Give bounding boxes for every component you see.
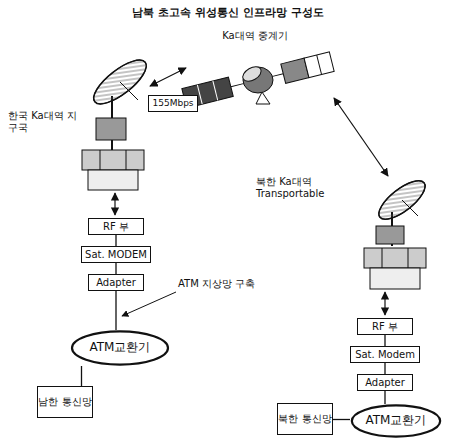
connector-line bbox=[384, 391, 385, 404]
caption-label: Ka대역 중계기 bbox=[205, 30, 305, 42]
node-text: RF 부 bbox=[372, 321, 398, 333]
equipment-box: 북한 통신망 bbox=[277, 403, 333, 435]
uplink-arrow bbox=[150, 68, 186, 86]
node-text: Sat. Modem bbox=[355, 349, 415, 361]
switch-ellipse: ATM교환기 bbox=[350, 404, 442, 438]
connector-line bbox=[81, 366, 82, 386]
node-text: 155Mbps bbox=[152, 98, 193, 108]
node-text: ATM교환기 bbox=[90, 341, 151, 355]
caption-label: 한국 Ka대역 지구국 bbox=[8, 110, 82, 134]
switch-ellipse: ATM교환기 bbox=[70, 330, 170, 366]
equipment-box: 155Mbps bbox=[148, 95, 198, 112]
earth-station-korea bbox=[82, 53, 153, 190]
connector-line bbox=[384, 335, 385, 346]
caption-label: ATM 지상망 구축 bbox=[178, 278, 268, 290]
equipment-box: Sat. MODEM bbox=[81, 246, 151, 263]
node-text: ATM교환기 bbox=[366, 414, 427, 428]
earth-station-north bbox=[364, 174, 431, 289]
equipment-box: RF 부 bbox=[357, 318, 413, 335]
equipment-box: Adapter bbox=[88, 274, 144, 291]
link-arrow bbox=[114, 193, 115, 215]
connector-line bbox=[115, 263, 116, 274]
link-arrow bbox=[384, 292, 385, 315]
equipment-box: Sat. Modem bbox=[350, 346, 420, 363]
leader-arrow bbox=[122, 292, 176, 316]
connector-line bbox=[384, 363, 385, 374]
connector-line bbox=[115, 235, 116, 246]
node-text: RF 부 bbox=[103, 221, 129, 233]
node-text: 남한 통신망 bbox=[38, 396, 91, 408]
downlink-arrow bbox=[334, 98, 388, 176]
equipment-box: 남한 통신망 bbox=[37, 386, 93, 418]
node-text: Adapter bbox=[365, 377, 405, 389]
node-text: Sat. MODEM bbox=[85, 249, 147, 261]
satellite bbox=[182, 52, 334, 108]
caption-label: 북한 Ka대역 Transportable bbox=[256, 176, 372, 200]
equipment-box: Adapter bbox=[357, 374, 413, 391]
equipment-box: RF 부 bbox=[88, 218, 144, 235]
connector-line bbox=[115, 291, 116, 330]
node-text: 북한 통신망 bbox=[278, 413, 331, 425]
connector-line bbox=[333, 419, 350, 420]
diagram-title: 남북 초고속 위성통신 인프라망 구성도 bbox=[0, 6, 456, 19]
node-text: Adapter bbox=[96, 277, 136, 289]
